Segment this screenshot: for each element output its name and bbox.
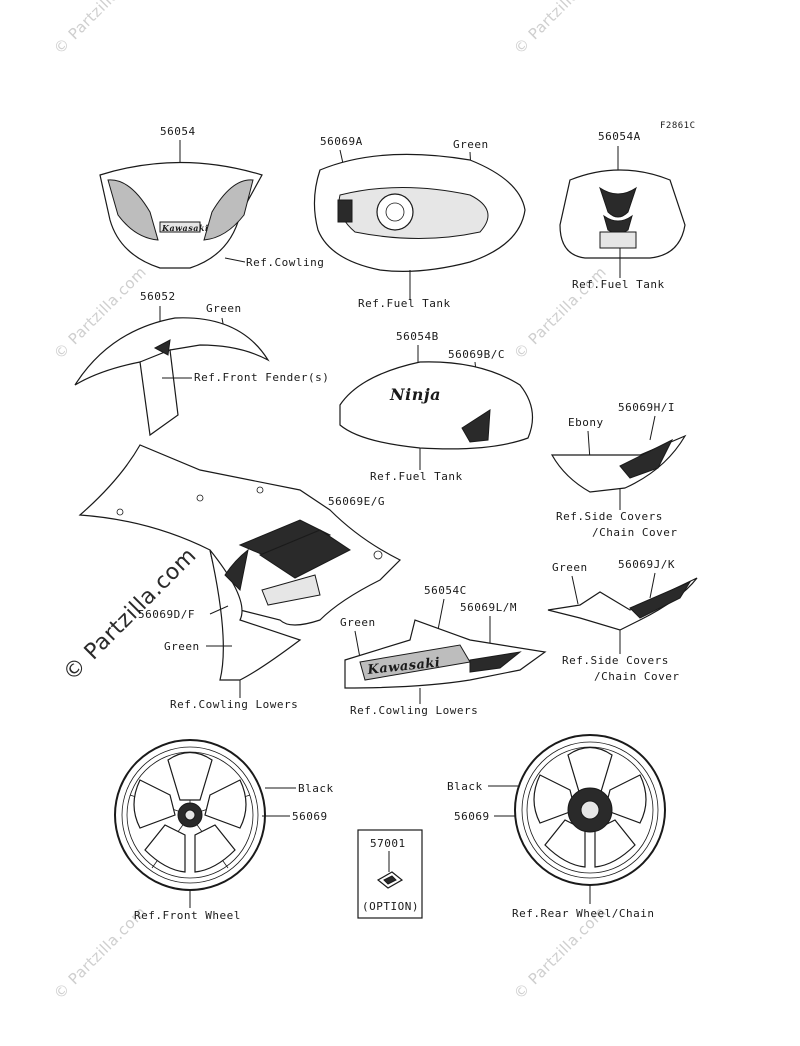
ninja-logo: Ninja: [389, 385, 441, 404]
part-number-56054B[interactable]: 56054B: [396, 330, 439, 343]
label-ebony: Ebony: [568, 416, 604, 429]
ref-cowling[interactable]: Ref.Cowling: [246, 256, 324, 269]
screen-logo-text: Kawasaki: [161, 223, 208, 233]
part-number-56054A[interactable]: 56054A: [598, 130, 641, 143]
front-fender-group: 56052 Green Ref.Front Fender(s): [74, 290, 329, 437]
option-group: 57001 (OPTION): [357, 829, 423, 919]
part-number-57001[interactable]: 57001: [370, 837, 406, 850]
tank-cover-decal: [599, 186, 637, 218]
fuel-cap-inner: [385, 202, 405, 222]
cowling-bolt: [116, 508, 124, 516]
side-cover-2: [547, 577, 698, 631]
ref-side-covers[interactable]: Ref.Side Covers: [556, 510, 663, 523]
rear-wheel-spokes: [533, 746, 647, 868]
leader-line: [209, 605, 229, 615]
side-cover-group-1: Ebony 56069H/I Ref.Side Covers /Chain Co…: [550, 401, 687, 539]
fuel-tank-side: [339, 361, 534, 450]
side-cover-decal: [619, 438, 674, 479]
fuel-cap: [376, 193, 414, 231]
windscreen: [99, 161, 263, 269]
rear-wheel-group: Black 56069 Ref.Rear Wheel/Chain: [447, 734, 666, 920]
leader-line: [354, 630, 361, 659]
cowling-bolt: [373, 550, 383, 560]
ref-fuel-tank[interactable]: Ref.Fuel Tank: [572, 278, 665, 291]
ref-cowling-lowers[interactable]: Ref.Cowling Lowers: [170, 698, 298, 711]
tank-decal-56069A: [337, 199, 353, 223]
fender-decal: [153, 339, 171, 356]
front-wheel-group: Black 56069 Ref.Front Wheel: [114, 739, 334, 922]
figure-code: F2861C: [660, 121, 696, 131]
label-green: Green: [453, 138, 489, 151]
cowling-bolt: [256, 486, 264, 494]
part-number-56069E-G[interactable]: 56069E/G: [328, 495, 385, 508]
rear-wheel-hub-center: [580, 800, 600, 820]
windscreen-group: 56054 Kawasaki Ref.Cowling: [99, 125, 324, 269]
part-number-56069H-I[interactable]: 56069H/I: [618, 401, 675, 414]
part-number-56054C[interactable]: 56054C: [424, 584, 467, 597]
ref-cowling-lowers[interactable]: Ref.Cowling Lowers: [350, 704, 478, 717]
ref-front-fender[interactable]: Ref.Front Fender(s): [194, 371, 329, 384]
option-decal-mark: [383, 875, 397, 885]
side-cover-2-decal: [629, 580, 692, 619]
fender-bracket: [139, 349, 179, 437]
label-green: Green: [552, 561, 588, 574]
windscreen-decal: [107, 179, 159, 241]
ref-side-covers[interactable]: Ref.Side Covers: [562, 654, 669, 667]
part-number-56052[interactable]: 56052: [140, 290, 176, 303]
label-black: Black: [298, 782, 334, 795]
tank-cover-group: 56054A Ref.Fuel Tank: [559, 130, 686, 291]
option-label: (OPTION): [362, 900, 419, 913]
cowling-group: 56069E/G 56069D/F Green Ref.Cowling Lowe…: [78, 444, 402, 711]
part-number-56069A[interactable]: 56069A: [320, 135, 363, 148]
front-wheel-rim-inner: [121, 746, 259, 884]
leader-line: [649, 572, 656, 599]
label-green: Green: [206, 302, 242, 315]
side-cover-group-2: Green 56069J/K Ref.Side Covers /Chain Co…: [547, 558, 698, 683]
leader-line: [571, 575, 579, 605]
cowling-bolt: [196, 494, 204, 502]
watermark: © Partzilla.com: [50, 0, 150, 58]
part-number-56069B-C[interactable]: 56069B/C: [448, 348, 505, 361]
part-number-56069D-F[interactable]: 56069D/F: [138, 608, 195, 621]
label-green: Green: [340, 616, 376, 629]
fuel-tank-top-group: 56069A Green Ref.Fuel Tank: [313, 135, 526, 310]
leader-line: [224, 257, 246, 263]
tank-side-decal: [461, 409, 491, 443]
leader-line: [649, 415, 656, 441]
cowling-decal: [258, 529, 351, 579]
tank-cover-bracket: [599, 231, 637, 249]
ref-front-wheel[interactable]: Ref.Front Wheel: [134, 909, 241, 922]
ref-chain-cover[interactable]: /Chain Cover: [592, 526, 677, 539]
lower-decal-stripe: [469, 651, 522, 673]
ref-rear-wheel[interactable]: Ref.Rear Wheel/Chain: [512, 907, 654, 920]
kawasaki-screen-logo: [159, 221, 201, 233]
rear-wheel-rim-inner: [521, 741, 659, 879]
cowling-logo-panel: [261, 574, 321, 606]
watermark: © Partzilla.com: [510, 0, 610, 58]
part-number-56069-rear[interactable]: 56069: [454, 810, 490, 823]
front-wheel-hub-center: [184, 809, 196, 821]
windscreen-decal: [203, 179, 254, 241]
front-wheel-spokes: [129, 751, 251, 873]
cowling-decal: [224, 548, 249, 592]
part-number-56069J-K[interactable]: 56069J/K: [618, 558, 675, 571]
cowling-lower-group: 56054C 56069L/M Green Kawasaki Ref.Cowli…: [340, 584, 547, 717]
fuel-tank-side-group: 56054B 56069B/C Ninja Ref.Fuel Tank: [339, 330, 534, 483]
part-number-56054[interactable]: 56054: [160, 125, 196, 138]
label-green: Green: [164, 640, 200, 653]
label-black: Black: [447, 780, 483, 793]
ref-fuel-tank[interactable]: Ref.Fuel Tank: [358, 297, 451, 310]
part-number-56069L-M[interactable]: 56069L/M: [460, 601, 517, 614]
part-number-56069-front[interactable]: 56069: [292, 810, 328, 823]
ref-chain-cover[interactable]: /Chain Cover: [594, 670, 679, 683]
side-cover: [550, 434, 687, 493]
ref-fuel-tank[interactable]: Ref.Fuel Tank: [370, 470, 463, 483]
